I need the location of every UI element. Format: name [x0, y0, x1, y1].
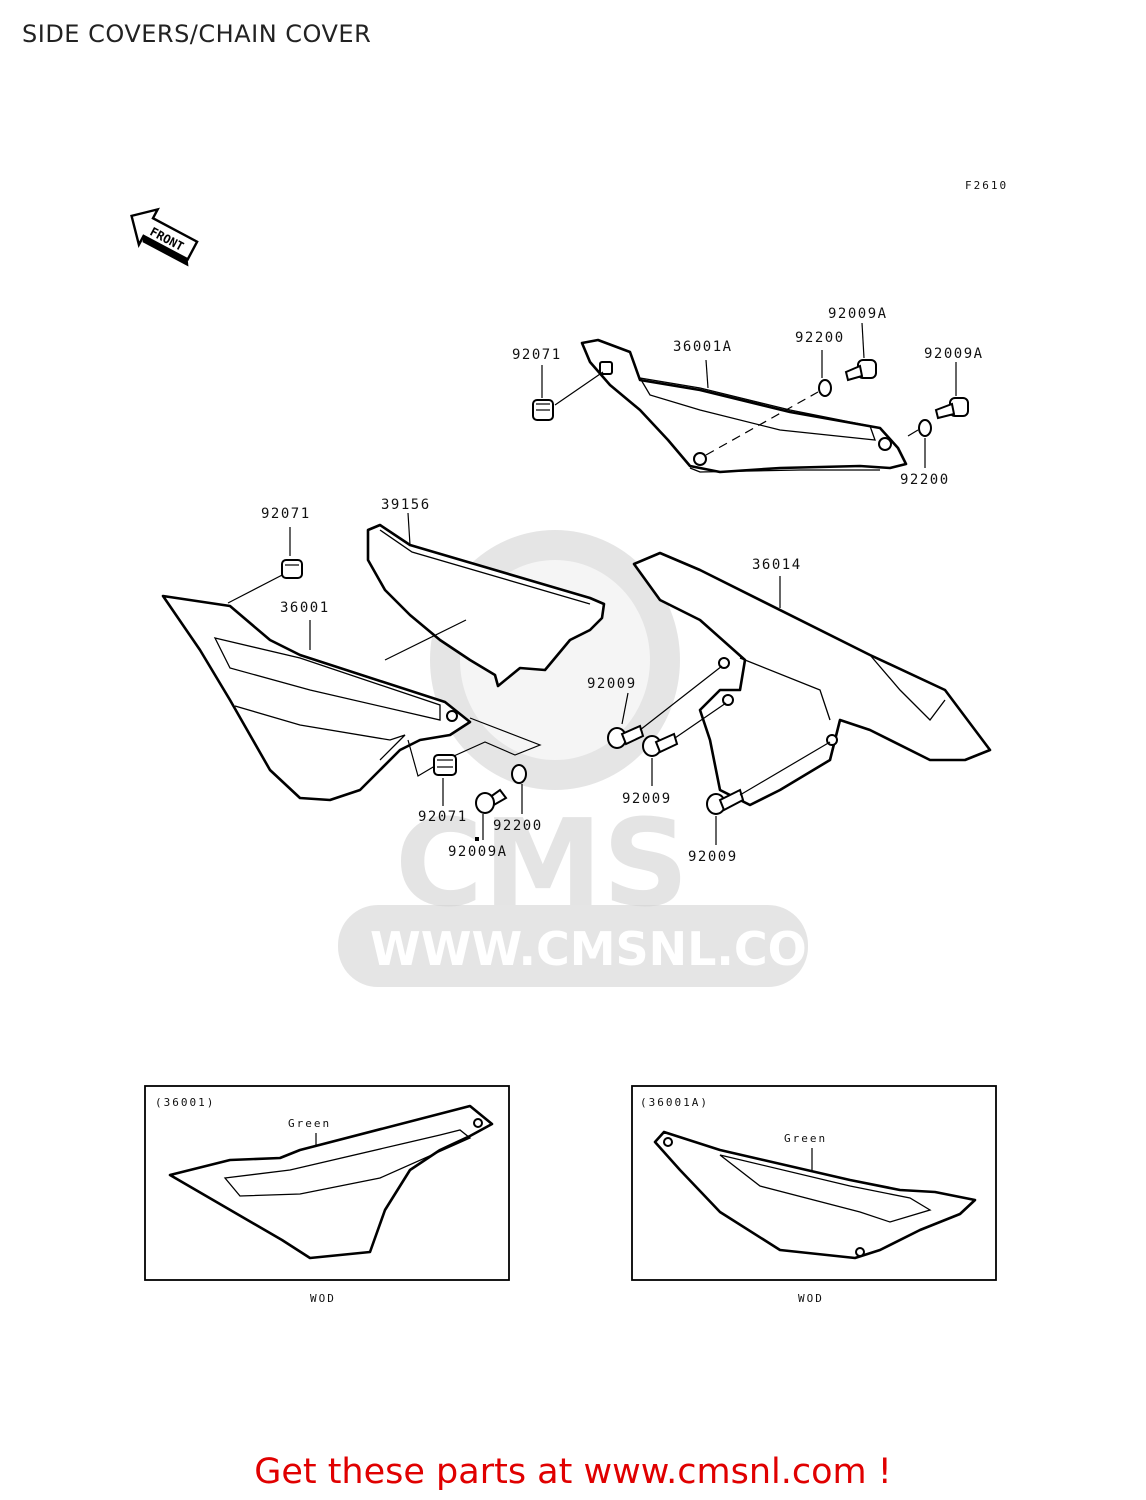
side-cover-36001: [161, 594, 472, 802]
label-92009-c: 92009: [688, 849, 738, 865]
bolt-92009A-top2: [934, 397, 969, 420]
panel-39156: [366, 523, 606, 688]
label-92200-right: 92200: [900, 472, 950, 488]
inset-36001-part: (36001): [155, 1096, 215, 1109]
grommet-92071-top: [532, 399, 554, 421]
label-92009A-top1: 92009A: [828, 306, 888, 322]
label-92200-top: 92200: [795, 330, 845, 346]
bolt-92009-c: [706, 788, 745, 815]
label-92071-bottom: 92071: [418, 809, 468, 825]
side-cover-36001A: [580, 338, 908, 474]
grommet-92071-left: [281, 559, 303, 579]
washer-92200-bottom: [511, 764, 527, 784]
bolt-92009-a: [607, 724, 645, 749]
watermark-url: WWW.CMSNL.COM: [370, 922, 853, 976]
inset-36001A: (36001A) Green: [631, 1085, 997, 1281]
cta-link[interactable]: Get these parts at www.cmsnl.com !: [254, 1452, 892, 1492]
grommet-92071-bottom: [433, 754, 457, 776]
bolt-92009A-top1: [844, 359, 877, 382]
label-36001: 36001: [280, 600, 330, 616]
inset-36001-color: Green: [288, 1117, 331, 1130]
inset-36001A-code: WOD: [798, 1292, 824, 1305]
figure-code: F2610: [965, 179, 1008, 192]
label-36014: 36014: [752, 557, 802, 573]
label-92009A-top2: 92009A: [924, 346, 984, 362]
bolt-92009A-bottom: [475, 788, 508, 841]
washer-92200-right: [918, 419, 932, 437]
label-92009A-bottom: 92009A: [448, 844, 508, 860]
label-92071-top: 92071: [512, 347, 562, 363]
label-39156: 39156: [381, 497, 431, 513]
label-92200-bottom: 92200: [493, 818, 543, 834]
inset-36001-code: WOD: [310, 1292, 336, 1305]
label-92009-a: 92009: [587, 676, 637, 692]
bolt-92009-b: [642, 732, 679, 757]
front-arrow-icon: FRONT: [130, 207, 199, 267]
inset-36001: (36001) Green: [144, 1085, 510, 1281]
label-92009-b: 92009: [622, 791, 672, 807]
inset-36001A-part: (36001A): [640, 1096, 709, 1109]
washer-92200-top: [818, 379, 832, 397]
label-92071-left: 92071: [261, 506, 311, 522]
label-36001A: 36001A: [673, 339, 733, 355]
inset-36001A-color: Green: [784, 1132, 827, 1145]
page-title: SIDE COVERS/CHAIN COVER: [22, 20, 372, 48]
chain-cover-36014: [632, 551, 992, 807]
